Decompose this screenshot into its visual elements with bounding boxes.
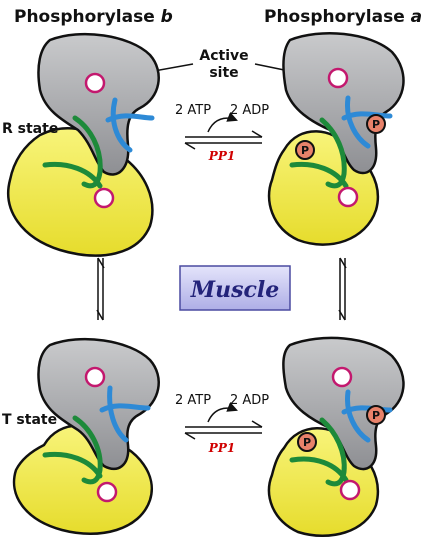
reverse-arrow-head bbox=[184, 142, 196, 150]
atp-curve-arrow bbox=[207, 112, 238, 133]
site-ring bbox=[337, 186, 359, 208]
svg-text:P: P bbox=[372, 118, 380, 131]
t-state-label: T state bbox=[2, 412, 57, 428]
gray-domain bbox=[282, 32, 405, 175]
blue-helix bbox=[99, 385, 151, 443]
green-helix bbox=[289, 417, 349, 487]
site-ring bbox=[93, 187, 115, 209]
forward-arrow-head bbox=[251, 130, 263, 138]
header-phosphorylase-a: Phosphorylase a bbox=[264, 7, 422, 27]
r-state-label: R state bbox=[2, 121, 58, 137]
blue-helix bbox=[105, 97, 155, 153]
enzyme-t-state-b bbox=[12, 337, 160, 535]
phosphate-badge: P bbox=[297, 432, 317, 452]
adp-label: 2 ADP bbox=[230, 393, 269, 408]
gray-domain bbox=[282, 336, 405, 471]
phosphate-badge: P bbox=[366, 405, 386, 425]
gray-domain bbox=[37, 337, 160, 471]
svg-text:P: P bbox=[372, 409, 380, 422]
enzyme-t-state-a: P P bbox=[267, 336, 405, 537]
muscle-label: Muscle bbox=[190, 277, 279, 303]
enzyme-r-state-a: P P bbox=[267, 32, 405, 246]
atp-curve-arrow bbox=[207, 402, 238, 423]
header-phosphorylase-b: Phosphorylase b bbox=[14, 7, 173, 27]
site-ring bbox=[96, 481, 118, 503]
phosphate-badge: P bbox=[366, 114, 386, 134]
active-site-ring bbox=[84, 72, 106, 94]
reaction-bottom: 2 ATP 2 ADP PP1 bbox=[175, 393, 269, 455]
active-site-ring bbox=[331, 366, 353, 388]
muscle-box: Muscle bbox=[179, 265, 291, 311]
atp-label: 2 ATP bbox=[175, 103, 211, 118]
gray-domain bbox=[37, 32, 160, 176]
active-site-ring bbox=[327, 67, 349, 89]
svg-text:P: P bbox=[303, 436, 311, 449]
reverse-arrow-head bbox=[184, 432, 196, 440]
green-helix bbox=[42, 415, 103, 485]
phosphate-badge: P bbox=[295, 140, 315, 160]
active-site-label-line2: site bbox=[209, 65, 238, 81]
adp-label: 2 ADP bbox=[230, 103, 269, 118]
active-site-ring bbox=[84, 366, 106, 388]
forward-arrow-head bbox=[251, 420, 263, 428]
equilibrium-arrows-left bbox=[96, 257, 105, 321]
blue-helix bbox=[341, 95, 393, 149]
active-site-label: Active bbox=[199, 48, 248, 64]
pp1-label: PP1 bbox=[208, 441, 235, 455]
green-helix bbox=[289, 117, 349, 189]
enzyme-r-state-b bbox=[7, 32, 160, 257]
atp-label: 2 ATP bbox=[175, 393, 211, 408]
svg-text:P: P bbox=[301, 144, 309, 157]
blue-helix bbox=[341, 389, 393, 443]
reaction-top: 2 ATP 2 ADP PP1 bbox=[175, 103, 269, 163]
green-helix bbox=[42, 115, 103, 189]
equilibrium-arrows-right bbox=[338, 257, 347, 321]
site-ring bbox=[339, 479, 361, 501]
pp1-label: PP1 bbox=[208, 149, 235, 163]
